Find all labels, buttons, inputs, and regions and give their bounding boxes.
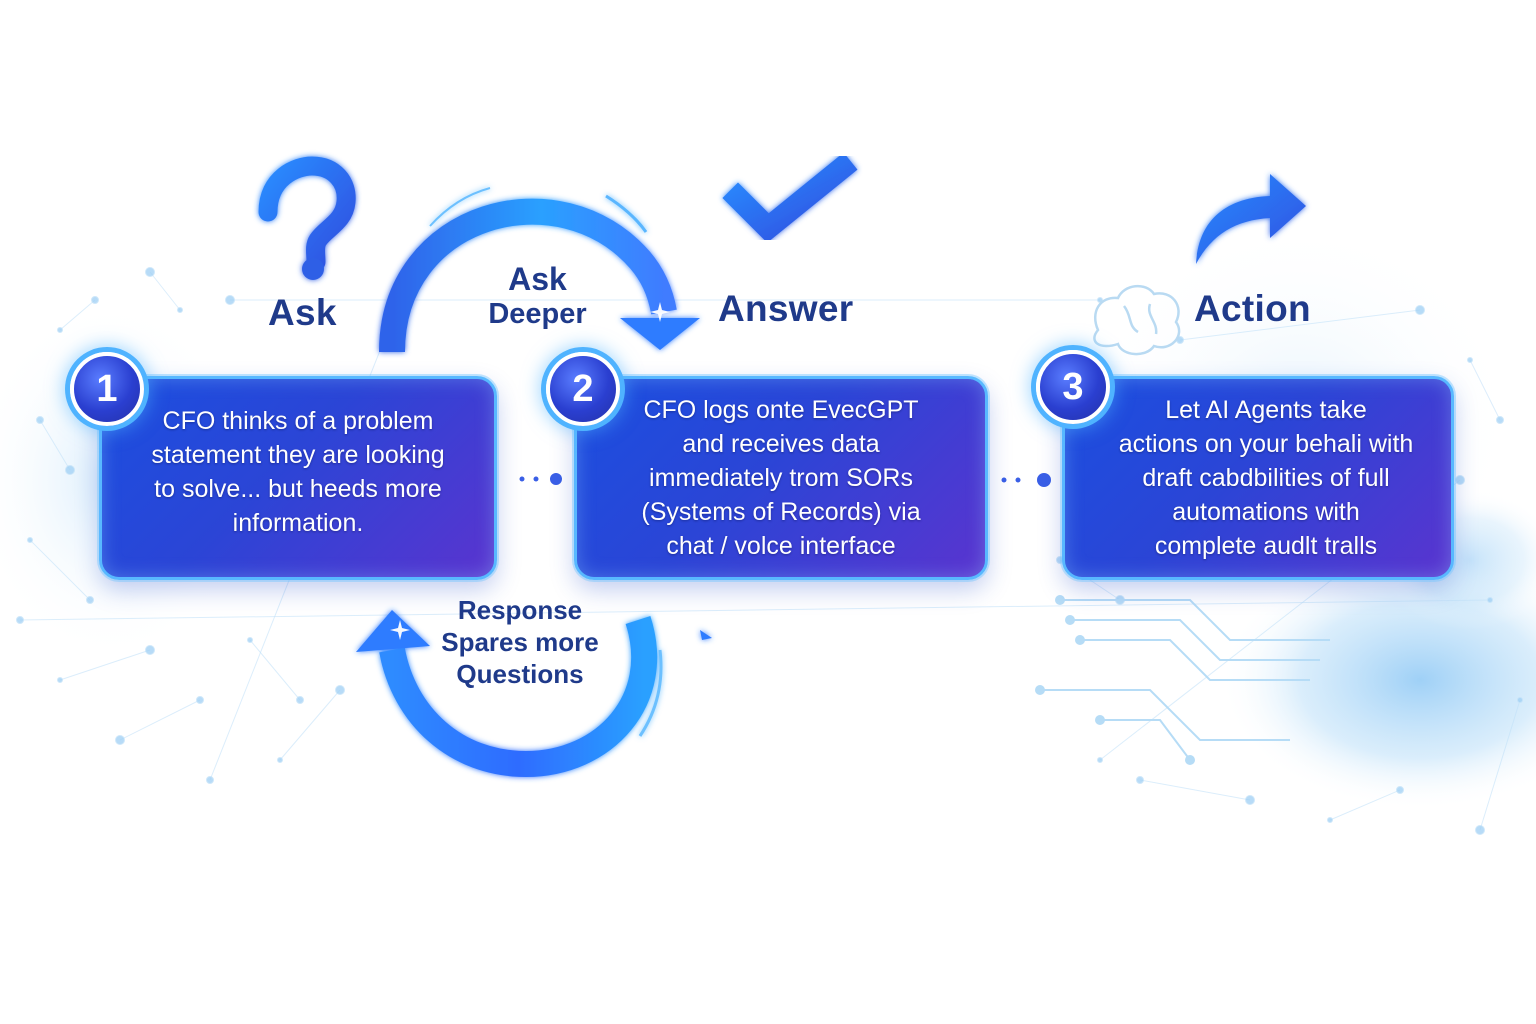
step-1-line-3: to solve... but heeds more	[154, 475, 442, 503]
circuit-pattern-icon	[1035, 595, 1330, 765]
step-3-title: Action	[1194, 288, 1311, 329]
step-3-number-badge: 3	[1036, 350, 1110, 424]
step-3-line-3: draft cabdbilities of full	[1142, 464, 1390, 492]
step-2-description: CFO logs onte EvecGPT and receives data …	[641, 393, 920, 563]
curved-arrow-back-icon	[356, 610, 712, 778]
connector-1-2	[519, 473, 562, 485]
step-2-line-3: immediately trom SORs	[649, 464, 913, 492]
question-mark-icon	[258, 156, 356, 280]
ask-deeper-line-1: Ask	[508, 261, 567, 297]
step-3-line-1: Let AI Agents take	[1165, 396, 1367, 424]
connector-2-3	[1001, 473, 1051, 487]
step-2-card: CFO logs onte EvecGPT and receives data …	[574, 376, 988, 580]
step-1-card: CFO thinks of a problem statement they a…	[99, 376, 497, 580]
step-1-line-4: information.	[232, 509, 364, 537]
step-2-line-5: chat / volce interface	[666, 532, 896, 560]
step-2-number-badge: 2	[546, 352, 620, 426]
checkmark-icon	[722, 152, 858, 243]
step-1-description: CFO thinks of a problem statement they a…	[151, 404, 444, 540]
step-3-description: Let AI Agents take actions on your behal…	[1119, 393, 1414, 563]
step-1-number-badge: 1	[70, 352, 144, 426]
forward-arrow-icon	[1196, 174, 1306, 264]
step-2-title: Answer	[718, 288, 854, 329]
step-3-line-5: complete audlt tralls	[1154, 532, 1378, 560]
step-2-line-4: (Systems of Records) via	[641, 498, 921, 526]
ask-deeper-label: Ask Deeper	[470, 261, 605, 330]
ask-deeper-line-2: Deeper	[488, 297, 587, 330]
response-line-3: Questions	[456, 659, 584, 689]
step-3-line-4: automations with	[1172, 498, 1360, 526]
response-line-2: Spares more	[441, 627, 599, 657]
step-1-title: Ask	[268, 292, 337, 333]
brain-icon	[1093, 285, 1181, 356]
response-line-1: Response	[457, 595, 583, 625]
step-2-line-2: and receives data	[682, 430, 880, 458]
response-label: Response Spares more Questions	[424, 594, 616, 690]
step-2-line-1: CFO logs onte EvecGPT	[643, 396, 919, 424]
step-3-line-2: actions on your behali with	[1118, 430, 1414, 458]
step-1-line-2: statement they are looking	[151, 441, 445, 469]
curved-arrow-forward-icon	[379, 187, 700, 353]
step-3-card: Let AI Agents take actions on your behal…	[1062, 376, 1454, 580]
step-1-line-1: CFO thinks of a problem	[162, 407, 434, 435]
